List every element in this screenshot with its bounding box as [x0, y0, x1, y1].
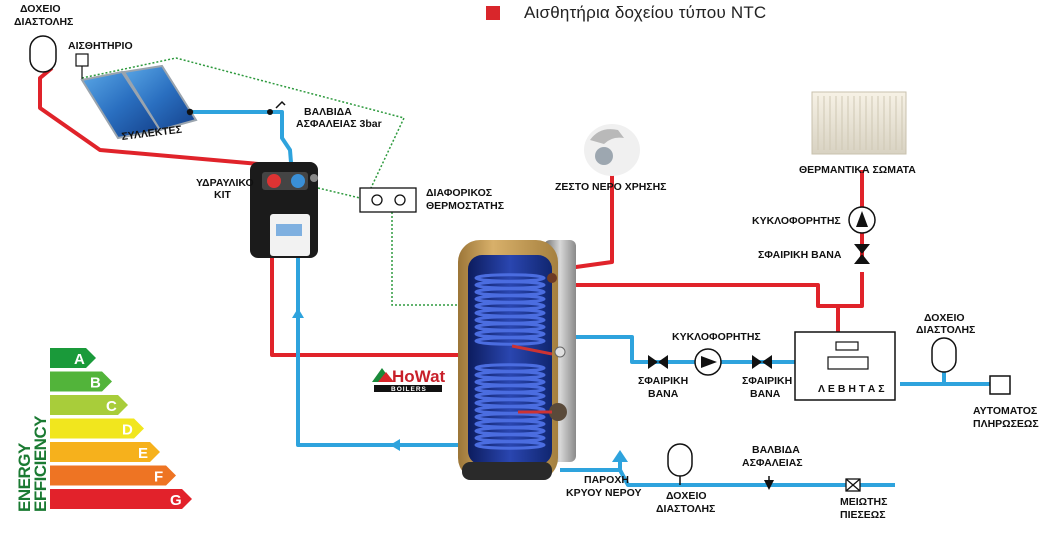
expansion-tank-top-label-2: ΔΙΑΣΤΟΛΗΣ	[14, 16, 73, 28]
ball-valve-mid-label-1: ΣΦΑΙΡΙΚΗ	[742, 375, 792, 387]
auto-fill-valve	[989, 375, 1011, 395]
energy-class-bar	[50, 395, 128, 415]
energy-class-bar	[50, 348, 96, 368]
expansion-tank-right-label-2: ΔΙΑΣΤΟΛΗΣ	[916, 324, 975, 336]
expansion-tank-right	[931, 337, 957, 373]
collector-sensor-box	[75, 53, 89, 67]
circulator-right	[848, 206, 876, 234]
expansion-tank-bottom-label-1: ΔΟΧΕΙΟ	[666, 490, 707, 502]
energy-title-1: ENERGY	[15, 442, 34, 512]
expansion-tank-right-label-1: ΔΟΧΕΙΟ	[924, 312, 965, 324]
hot-water-tap	[584, 124, 640, 176]
auto-fill-label-1: ΑΥΤΟΜΑΤΟΣ	[973, 405, 1037, 417]
safety-valve-3bar	[275, 100, 286, 109]
coil-turn	[474, 336, 546, 346]
boiler-label: Λ Ε Β Η Τ Α Σ	[818, 383, 885, 395]
safety-valve-3bar-label-1: ΒΑΛΒΙΔΑ	[304, 106, 352, 118]
safety-valve-bottom-label-1: ΒΑΛΒΙΔΑ	[752, 444, 800, 456]
hydraulic-kit-label-2: ΚΙΤ	[214, 189, 232, 201]
coil-turn	[474, 440, 546, 450]
flow-arrow-up	[292, 308, 304, 318]
sensor-label: ΑΙΣΘΗΤΗΡΙΟ	[68, 40, 133, 52]
ball-valve-left-label-1: ΣΦΑΙΡΙΚΗ	[638, 375, 688, 387]
ball-valve-left-label-2: ΒΑΝΑ	[648, 388, 679, 400]
radiators-label: ΘΕΡΜΑΝΤΙΚΑ ΣΩΜΑΤΑ	[799, 164, 916, 176]
storage-tank	[458, 240, 576, 480]
circulator-mid	[694, 348, 722, 376]
auto-fill-label-2: ΠΛΗΡΩΣΕΩΣ	[973, 418, 1039, 430]
energy-class-letter: B	[90, 375, 101, 392]
energy-class-letter: E	[138, 445, 148, 462]
coil-upper	[474, 273, 546, 346]
pressure-reducer-label-2: ΠΙΕΣΕΩΣ	[840, 509, 886, 521]
energy-class-bar	[50, 371, 112, 392]
legend-text: Αισθητήρια δοχείου τύπου NTC	[524, 3, 767, 22]
pressure-reducer	[845, 478, 861, 492]
boiler-hot-line	[560, 272, 864, 308]
ball-valve-right-label: ΣΦΑΙΡΙΚΗ ΒΑΝΑ	[758, 249, 842, 261]
safety-valve-bottom-label-2: ΑΣΦΑΛΕΙΑΣ	[742, 457, 803, 469]
energy-class-bar	[50, 489, 192, 509]
collector-return	[190, 110, 294, 176]
expansion-tank-top-label-1: ΔΟΧΕΙΟ	[20, 3, 61, 15]
energy-class-bar	[50, 442, 160, 462]
hydraulic-kit	[250, 162, 318, 258]
diff-thermostat-label-2: ΘΕΡΜΟΣΤΑΤΗΣ	[426, 200, 504, 212]
energy-class-letter: F	[154, 469, 163, 486]
expansion-tank-bottom	[667, 443, 693, 485]
sensor-wires	[81, 57, 470, 306]
ball-valve-mid-label-2: ΒΑΝΑ	[750, 388, 781, 400]
brand-name: HoWat	[392, 367, 446, 386]
boiler-to-circulator	[836, 304, 862, 332]
boiler-unit	[794, 331, 896, 401]
ball-valve-right	[854, 244, 870, 264]
safety-valve-bottom	[764, 476, 774, 490]
cold-supply-line	[560, 453, 895, 487]
howat-logo: HoWat BOILERS	[372, 367, 446, 393]
energy-class-bar	[50, 418, 144, 439]
legend-swatch	[486, 6, 500, 20]
hot-water-use-label: ΖΕΣΤΟ ΝΕΡΟ ΧΡΗΣΗΣ	[555, 181, 666, 193]
cold-supply-label-1: ΠΑΡΟΧΗ	[584, 474, 629, 486]
hydraulic-kit-label-1: ΥΔΡΑΥΛΙΚΟ	[196, 177, 254, 189]
brand-sub: BOILERS	[391, 386, 427, 393]
legend: Αισθητήρια δοχείου τύπου NTC	[486, 3, 766, 23]
energy-class-letter: C	[106, 398, 117, 415]
energy-class-letter: D	[122, 422, 133, 439]
circulator-mid-label: ΚΥΚΛΟΦΟΡΗΤΗΣ	[672, 331, 761, 343]
cold-supply-arrow	[612, 450, 628, 462]
expansion-tank-bottom-label-2: ΔΙΑΣΤΟΛΗΣ	[656, 503, 715, 515]
cold-supply-label-2: ΚΡΥΟΥ ΝΕΡΟΥ	[566, 487, 641, 499]
circulator-right-label: ΚΥΚΛΟΦΟΡΗΤΗΣ	[752, 215, 841, 227]
differential-thermostat	[359, 187, 417, 213]
energy-class-letter: A	[74, 351, 85, 368]
radiator	[811, 91, 907, 155]
solar-collectors	[80, 64, 198, 140]
wire-thermostat-tank	[391, 212, 470, 306]
flow-arrow-left	[390, 439, 400, 451]
energy-class-bar	[50, 465, 176, 486]
safety-valve-3bar-label-2: ΑΣΦΑΛΕΙΑΣ 3bar	[296, 118, 382, 130]
energy-class-letter: G	[170, 492, 182, 509]
energy-title-2: EFFICIENCY	[31, 415, 50, 512]
wire-kit-thermostat	[317, 187, 361, 199]
pressure-reducer-label-1: ΜΕΙΩΤΗΣ	[840, 496, 887, 508]
coil-lower	[474, 363, 546, 450]
expansion-tank-top	[29, 35, 57, 73]
ball-valve-left	[648, 355, 668, 369]
diff-thermostat-label-1: ΔΙΑΦΟΡΙΚΟΣ	[426, 187, 492, 199]
ball-valve-mid	[752, 355, 772, 369]
wire-collector-sensor	[81, 57, 406, 191]
